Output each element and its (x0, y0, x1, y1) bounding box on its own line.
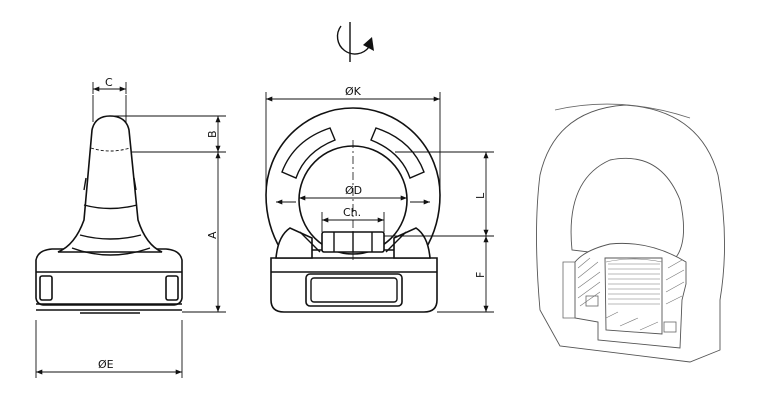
dim-d-label: ØD (345, 184, 362, 197)
dim-e-label: ØE (98, 358, 114, 371)
dim-ch-label: Ch. (343, 206, 361, 219)
dim-l-label: L (474, 192, 487, 199)
front-view (265, 107, 441, 313)
rotate-clockwise-icon (336, 22, 374, 62)
front-view-dimensions: ØK ØD Ch. L F (265, 85, 494, 313)
side-view-dimensions: C B A ØE (35, 76, 226, 378)
dim-c-label: C (105, 76, 113, 89)
side-view (35, 115, 183, 314)
dim-f-label: F (474, 272, 487, 278)
dim-k-label: ØK (345, 85, 362, 98)
dim-a-label: A (206, 231, 219, 239)
dim-b-label: B (206, 130, 219, 138)
cutaway-sketch (536, 103, 725, 363)
